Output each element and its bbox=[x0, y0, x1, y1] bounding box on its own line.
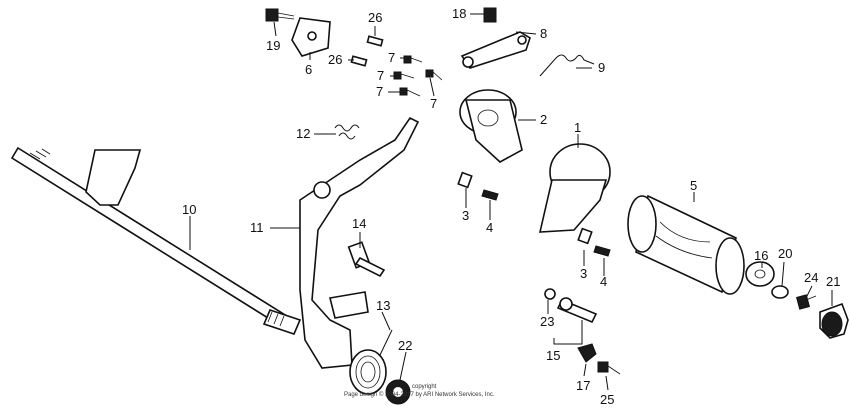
part-1-shift-fork bbox=[538, 143, 611, 233]
part-25-bolt bbox=[597, 361, 621, 375]
copyright-line-2: Page design © 2004-2017 by ARI Network S… bbox=[344, 391, 495, 398]
callout-2: 2 bbox=[540, 112, 547, 127]
callout-21: 21 bbox=[826, 274, 840, 289]
callout-11: 11 bbox=[250, 220, 264, 235]
callout-26a: 26 bbox=[368, 10, 382, 25]
part-9-spring bbox=[539, 54, 595, 77]
callout-1: 1 bbox=[574, 120, 581, 135]
part-16-plate bbox=[745, 261, 775, 287]
callout-4b: 4 bbox=[600, 274, 607, 289]
part-21-cap bbox=[819, 302, 849, 339]
part-19-bolt bbox=[265, 8, 295, 22]
part-11-shift-arm bbox=[299, 116, 420, 369]
callout-8: 8 bbox=[540, 26, 547, 41]
callout-17: 17 bbox=[576, 378, 590, 393]
part-5-shift-drum bbox=[627, 194, 745, 295]
callout-7a: 7 bbox=[388, 50, 395, 65]
callout-7c: 7 bbox=[376, 84, 383, 99]
callout-26b: 26 bbox=[328, 52, 342, 67]
part-23-oring bbox=[544, 288, 556, 300]
callout-25: 25 bbox=[600, 392, 614, 407]
part-2-shift-fork bbox=[459, 89, 523, 163]
part-24-bolt bbox=[796, 294, 817, 310]
callout-6: 6 bbox=[305, 62, 312, 77]
callout-20: 20 bbox=[778, 246, 792, 261]
callout-18: 18 bbox=[452, 6, 466, 21]
part-17-clip bbox=[577, 343, 597, 363]
part-3-pins bbox=[457, 171, 593, 245]
callout-5: 5 bbox=[690, 178, 697, 193]
callout-3a: 3 bbox=[462, 208, 469, 223]
part-26-pins bbox=[350, 35, 384, 67]
part-13-coil-spring bbox=[349, 329, 393, 395]
callout-7b: 7 bbox=[377, 68, 384, 83]
callout-15: 15 bbox=[546, 348, 560, 363]
leader-lines bbox=[189, 13, 833, 391]
callout-4a: 4 bbox=[486, 220, 493, 235]
callout-19: 19 bbox=[266, 38, 280, 53]
callout-14: 14 bbox=[352, 216, 366, 231]
part-4-clips bbox=[481, 189, 611, 257]
callout-12: 12 bbox=[296, 126, 310, 141]
part-10-shift-spindle bbox=[10, 146, 302, 335]
callout-13: 13 bbox=[376, 298, 390, 313]
callout-7d: 7 bbox=[430, 96, 437, 111]
part-22-oil-seal bbox=[385, 379, 411, 405]
part-7-bolts bbox=[393, 55, 443, 97]
callout-labels: 1 2 3 3 4 4 5 6 7 7 7 7 8 9 10 11 12 13 … bbox=[182, 6, 840, 407]
callout-16: 16 bbox=[754, 248, 768, 263]
callout-9: 9 bbox=[598, 60, 605, 75]
part-20-washer bbox=[771, 285, 789, 299]
part-18-bolt bbox=[474, 7, 497, 23]
callout-23: 23 bbox=[540, 314, 554, 329]
part-14-bolt bbox=[347, 241, 386, 278]
callout-24: 24 bbox=[804, 270, 818, 285]
copyright-line-1: copyright bbox=[412, 384, 437, 390]
callout-22: 22 bbox=[398, 338, 412, 353]
part-12-spring bbox=[334, 124, 360, 140]
callout-10: 10 bbox=[182, 202, 196, 217]
part-6-plate bbox=[291, 17, 331, 57]
part-15-pin bbox=[556, 297, 598, 324]
part-8-stopper-arm bbox=[460, 31, 531, 69]
callout-3b: 3 bbox=[580, 266, 587, 281]
